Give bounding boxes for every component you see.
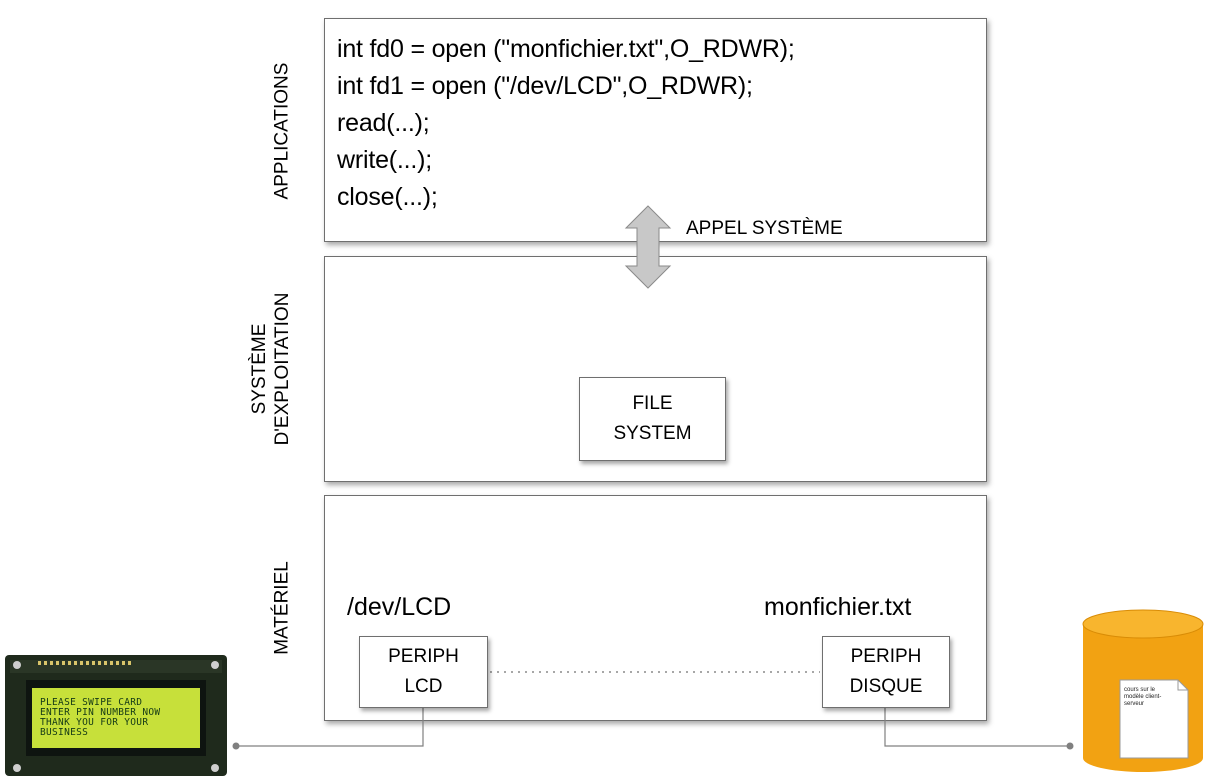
lcd-device-line1: PERIPH <box>388 646 459 667</box>
disk-device-box: PERIPH DISQUE <box>822 636 950 708</box>
code-line: close(...); <box>337 183 438 211</box>
lcd-connector-line <box>236 708 424 747</box>
file-system-line1: FILE <box>632 393 673 414</box>
disk-connector-line <box>884 708 1070 747</box>
applications-layer <box>324 18 987 242</box>
disk-document-text: cours sur le modèle client-serveur <box>1124 687 1162 707</box>
code-line: read(...); <box>337 109 430 137</box>
disk-cylinder-image <box>1082 609 1204 772</box>
disk-connector-dot <box>1066 742 1074 750</box>
lcd-screen-line: THANK YOU FOR YOUR <box>40 717 149 728</box>
file-system-box: FILE SYSTEM <box>579 377 726 461</box>
disk-device-line1: PERIPH <box>850 646 922 667</box>
syscall-label: APPEL SYSTÈME <box>686 218 843 239</box>
lcd-device-box: PERIPH LCD <box>359 636 488 708</box>
code-line: int fd0 = open ("monfichier.txt",O_RDWR)… <box>337 35 795 63</box>
disk-device-line2: DISQUE <box>849 676 923 697</box>
lcd-screen-line: PLEASE SWIPE CARD <box>40 697 143 708</box>
lcd-device-line2: LCD <box>404 676 443 697</box>
file-system-line2: SYSTEM <box>613 423 692 444</box>
lcd-screen-line: ENTER PIN NUMBER NOW <box>40 707 161 718</box>
lcd-device-path: /dev/LCD <box>347 593 452 621</box>
application-code: int fd0 = open ("monfichier.txt",O_RDWR)… <box>337 31 795 216</box>
lcd-screen-line: BUSINESS <box>40 727 89 738</box>
code-line: write(...); <box>337 146 433 174</box>
code-line: int fd1 = open ("/dev/LCD",O_RDWR); <box>337 72 753 100</box>
syscall-double-arrow <box>624 205 672 289</box>
disk-device-path: monfichier.txt <box>764 593 912 621</box>
lcd-connector-dot <box>232 742 240 750</box>
lcd-module-image <box>5 655 227 776</box>
